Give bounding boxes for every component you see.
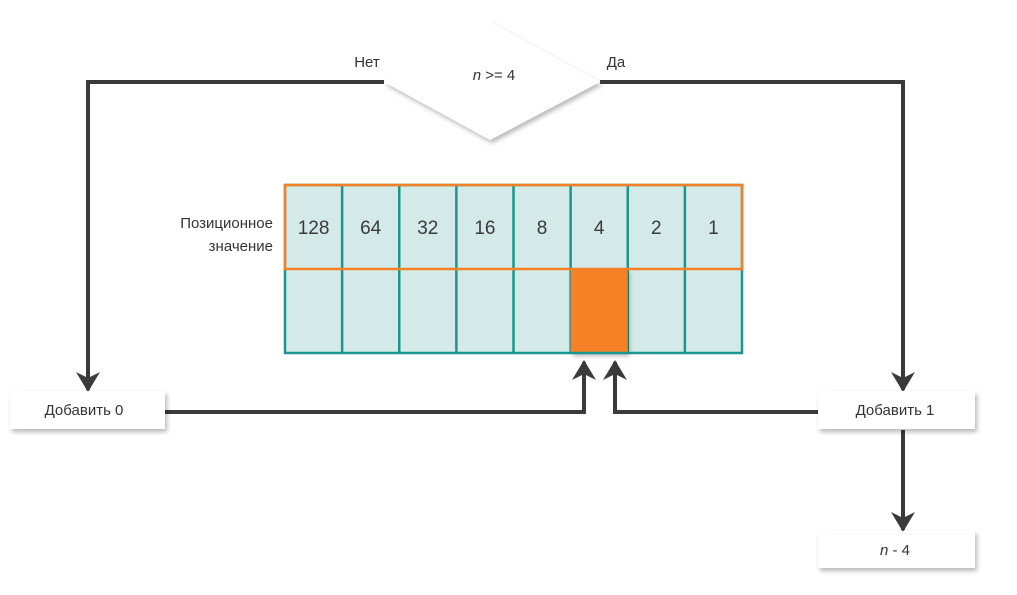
add-one-arrow bbox=[603, 360, 818, 414]
subtract-operation: - 4 bbox=[888, 542, 910, 559]
place-value-8: 8 bbox=[537, 218, 548, 239]
add-one-box bbox=[818, 391, 975, 429]
add-zero-arrow bbox=[165, 360, 596, 414]
place-value-64: 64 bbox=[360, 218, 382, 239]
subtract-variable: n bbox=[880, 542, 888, 559]
no-branch-label: Нет bbox=[354, 54, 380, 71]
yes-branch-label: Да bbox=[607, 54, 626, 71]
add-zero-label: Добавить 0 bbox=[45, 402, 124, 419]
decision-node: n >= 4 bbox=[384, 22, 600, 140]
subtract-box bbox=[818, 531, 975, 568]
header-row-border bbox=[283, 183, 744, 271]
subtract-node: n - 4 bbox=[818, 531, 975, 568]
decision-diamond bbox=[384, 22, 600, 140]
row-label-line2: значение bbox=[209, 238, 273, 255]
decision-variable: n bbox=[473, 67, 481, 84]
highlighted-bit-cell bbox=[570, 269, 628, 353]
add-one-label: Добавить 1 bbox=[856, 402, 935, 419]
place-value-2: 2 bbox=[651, 218, 662, 239]
decision-operator: >= 4 bbox=[481, 67, 515, 84]
yes-branch-arrow bbox=[600, 80, 915, 392]
no-branch-arrow bbox=[76, 80, 384, 392]
place-value-4: 4 bbox=[594, 218, 605, 239]
row-label-line1: Позиционное bbox=[180, 215, 273, 232]
subtract-expression: n - 4 bbox=[880, 542, 910, 559]
place-value-row: 128 64 32 16 8 4 2 1 bbox=[298, 218, 719, 239]
add-zero-node: Добавить 0 bbox=[10, 391, 165, 429]
decision-condition: n >= 4 bbox=[473, 67, 516, 84]
add-zero-box bbox=[10, 391, 165, 429]
place-value-32: 32 bbox=[417, 218, 438, 239]
place-value-16: 16 bbox=[474, 218, 495, 239]
place-value-128: 128 bbox=[298, 218, 330, 239]
place-value-1: 1 bbox=[708, 218, 719, 239]
add-one-node: Добавить 1 bbox=[818, 391, 975, 429]
place-value-table: 128 64 32 16 8 4 2 1 bbox=[283, 183, 744, 355]
